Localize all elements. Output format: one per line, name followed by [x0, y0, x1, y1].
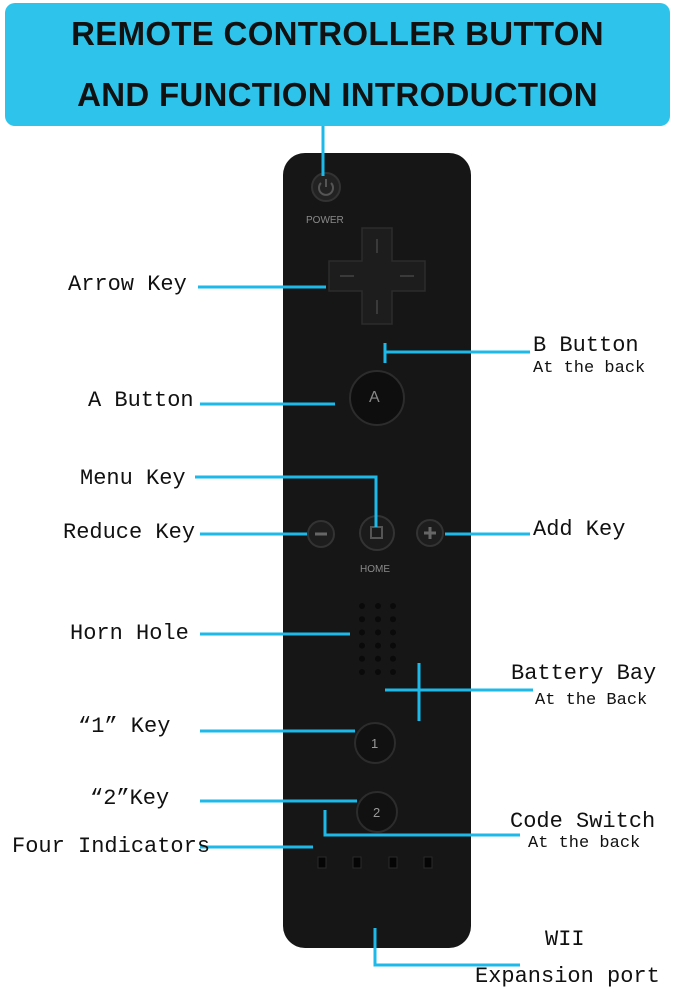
label-arrow-key: Arrow Key [68, 272, 187, 297]
label-expansion-port: Expansion port [475, 964, 660, 989]
speaker-hole [359, 629, 365, 636]
label-code-switch-sub: At the back [528, 834, 641, 853]
dpad [328, 227, 426, 325]
speaker-hole [390, 603, 396, 609]
label-key-1: “1” Key [78, 714, 171, 739]
power-icon [318, 179, 334, 196]
speaker-hole [390, 642, 396, 649]
title-banner: REMOTE CONTROLLER BUTTON AND FUNCTION IN… [5, 3, 670, 126]
speaker-hole [359, 616, 365, 623]
speaker-hole [390, 616, 396, 623]
label-key-2: “2”Key [90, 786, 170, 811]
title-line-2: AND FUNCTION INTRODUCTION [77, 76, 598, 113]
speaker-hole [375, 669, 381, 675]
speaker-hole [375, 616, 381, 623]
speaker-hole [390, 629, 396, 636]
speaker-hole [359, 642, 365, 649]
button-2 [356, 791, 398, 833]
label-code-switch: Code Switch [510, 809, 656, 834]
label-wii: WII [545, 927, 585, 952]
home-text: HOME [360, 564, 390, 575]
button-1-text: 1 [371, 736, 379, 751]
label-b-button-sub: At the back [533, 359, 646, 378]
power-text: POWER [306, 215, 344, 226]
label-add-key: Add Key [533, 517, 626, 542]
leader-lines [195, 126, 533, 967]
speaker-hole [375, 629, 381, 636]
player-indicators [317, 856, 433, 869]
speaker-hole [375, 655, 381, 662]
speaker-hole [359, 603, 365, 609]
speaker-hole [390, 669, 396, 675]
label-battery-bay-sub: At the Back [535, 691, 648, 710]
button-2-text: 2 [373, 805, 381, 820]
label-b-button: B Button [533, 333, 639, 358]
speaker-hole [375, 603, 381, 609]
label-four-indicators: Four Indicators [12, 834, 211, 859]
label-horn-hole: Horn Hole [70, 621, 189, 646]
a-button [349, 370, 405, 426]
a-button-text: A [369, 389, 380, 406]
title-line-1: REMOTE CONTROLLER BUTTON [71, 15, 604, 52]
label-menu-key: Menu Key [80, 466, 186, 491]
button-1 [354, 722, 396, 764]
label-reduce-key: Reduce Key [63, 520, 196, 545]
label-a-button: A Button [88, 388, 194, 413]
label-battery-bay: Battery Bay [511, 661, 657, 686]
speaker-hole [390, 655, 396, 662]
speaker-hole [359, 669, 365, 675]
speaker-hole [359, 655, 365, 662]
speaker-hole [375, 642, 381, 649]
speaker-grille [359, 603, 396, 675]
